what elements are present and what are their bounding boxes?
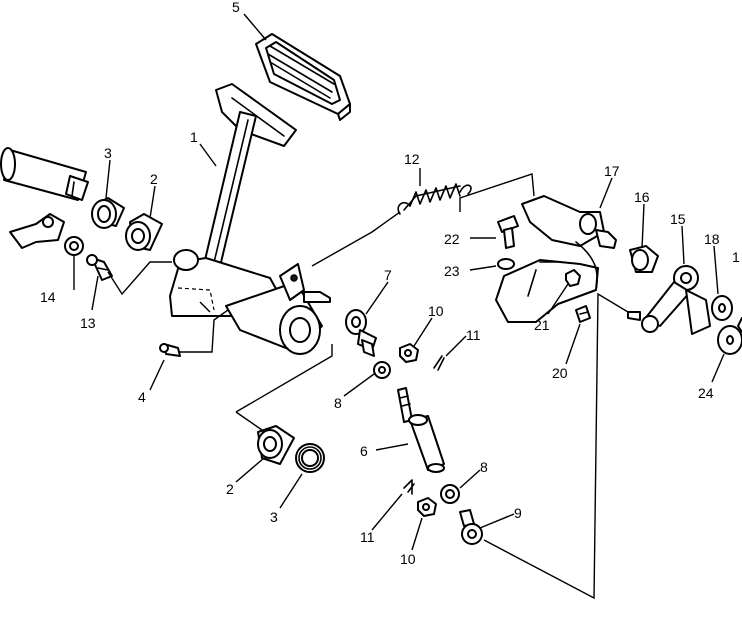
washer-23 — [497, 258, 515, 270]
part-19-edge — [737, 317, 742, 333]
bushing-top — [125, 213, 163, 251]
nut-10-bottom — [417, 497, 437, 517]
washer-8-bottom — [440, 484, 460, 504]
callout-18: 18 — [704, 231, 720, 247]
callout-13: 13 — [80, 315, 96, 331]
callout-2: 2 — [150, 171, 158, 187]
callout-8: 8 — [334, 395, 342, 411]
bearing-bottom — [295, 443, 325, 473]
screw-20 — [575, 305, 591, 323]
callout-21: 21 — [534, 317, 550, 333]
grease-fitting-13 — [86, 254, 113, 281]
callout-23: 23 — [444, 263, 460, 279]
pedal-shaft — [0, 147, 89, 201]
callout-3: 3 — [270, 509, 278, 525]
bolt-22 — [497, 215, 519, 249]
washer-14 — [64, 236, 84, 256]
connection-lines — [107, 173, 629, 600]
callout-labels: 1 2 2 3 3 4 5 6 7 8 8 9 10 10 11 11 12 1… — [40, 0, 740, 567]
bracket-plate — [9, 213, 65, 249]
callout-8: 8 — [480, 459, 488, 475]
rod-6 — [397, 387, 445, 473]
callout-24: 24 — [698, 385, 714, 401]
callout-5: 5 — [232, 0, 240, 15]
washer-24 — [717, 325, 742, 355]
nut-10-top — [399, 343, 419, 363]
cotter-pin-11-top — [433, 355, 445, 371]
callout-16: 16 — [634, 189, 650, 205]
pedal-arm — [169, 83, 297, 317]
bushing-16 — [629, 245, 659, 273]
lever-15 — [627, 265, 711, 335]
rod-end-9 — [459, 509, 483, 545]
washer-8-top — [373, 361, 391, 379]
callout-14: 14 — [40, 289, 56, 305]
callout-15: 15 — [670, 211, 686, 227]
callout-3: 3 — [104, 145, 112, 161]
callout-11: 11 — [466, 327, 481, 343]
callout-6: 6 — [360, 443, 368, 459]
bearing-top — [91, 197, 125, 229]
callout-4: 4 — [138, 389, 146, 405]
callout-1: 1 — [190, 129, 198, 145]
nut-21 — [565, 269, 581, 287]
grease-nipple-4 — [159, 343, 181, 357]
callout-20: 20 — [552, 365, 568, 381]
callout-12: 12 — [404, 151, 420, 167]
callout-22: 22 — [444, 231, 460, 247]
pedal-boss — [225, 263, 331, 355]
leader-lines — [73, 13, 725, 551]
callout-11: 11 — [360, 529, 375, 545]
callout-17: 17 — [604, 163, 620, 179]
callout-9: 9 — [514, 505, 522, 521]
washer-18 — [711, 295, 733, 321]
callout-2: 2 — [226, 481, 234, 497]
pedal-pad — [255, 33, 351, 121]
callout-19: 1 — [732, 249, 740, 265]
cotter-pin-11-bottom — [403, 479, 415, 495]
callout-10: 10 — [400, 551, 416, 567]
callout-7: 7 — [384, 267, 392, 283]
bushing-bottom — [257, 425, 295, 465]
rod-end-7 — [345, 309, 377, 357]
callout-10: 10 — [428, 303, 444, 319]
